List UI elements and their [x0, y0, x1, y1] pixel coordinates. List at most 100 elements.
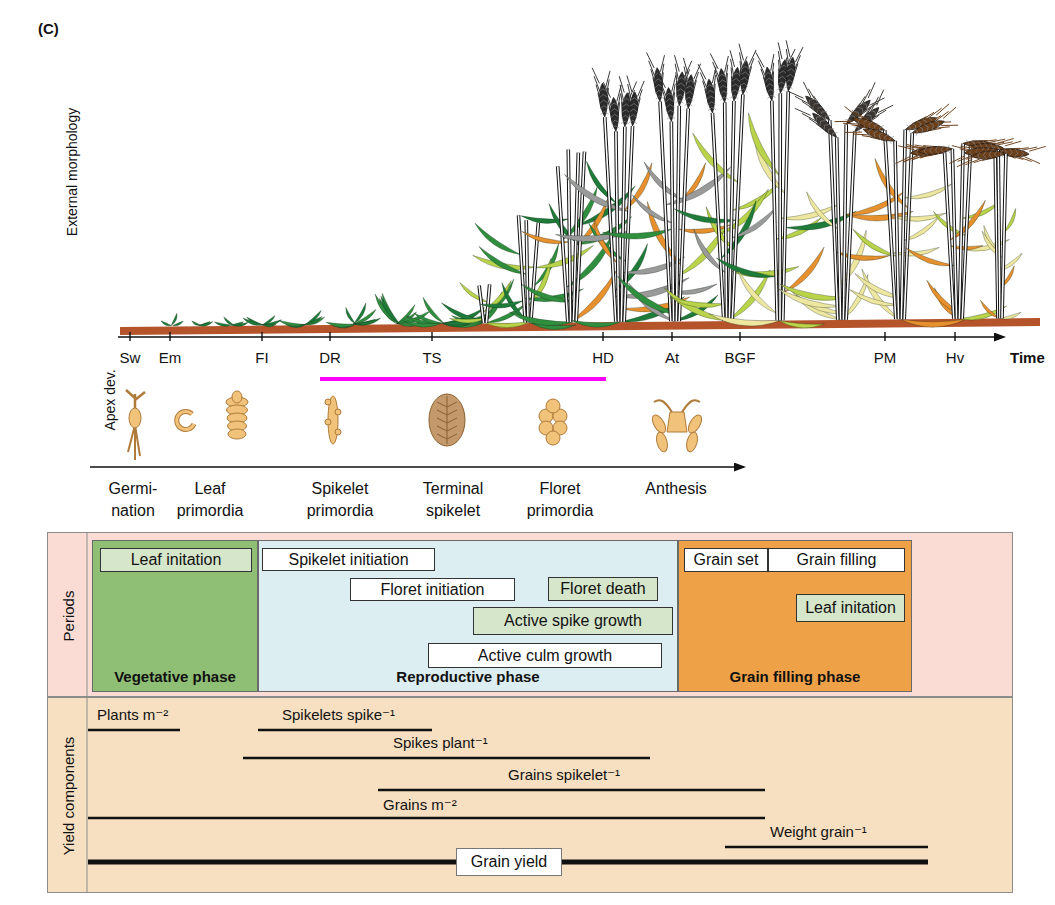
awn [603, 82, 610, 98]
spikelet-mark [733, 72, 741, 76]
box-label: Active culm growth [478, 647, 612, 664]
wheat-leaf [450, 318, 487, 323]
period-box: Leaf initation [100, 548, 252, 572]
spikelet-mark [906, 124, 912, 133]
phase-box: Reproductive phaseSpikelet initiationFlo… [258, 540, 678, 692]
spikelet-mark [706, 84, 714, 88]
yield-bar [88, 729, 180, 731]
time-axis [118, 336, 1004, 338]
spikelet-mark [1009, 148, 1013, 156]
spikelet-mark [677, 88, 685, 92]
box-label: Active spike growth [504, 612, 642, 629]
spikelet-mark [654, 73, 662, 77]
wheat-stem [558, 166, 568, 322]
spikelet-mark [630, 97, 638, 101]
wheat-stem [962, 146, 970, 319]
awn [941, 107, 958, 118]
tick [129, 332, 130, 341]
tick [739, 332, 740, 341]
wheat-ear [679, 58, 701, 109]
wheat-stem [616, 131, 619, 321]
spikelet-mark [719, 85, 727, 89]
awn [682, 58, 690, 74]
spikelet-mark [1000, 150, 1004, 158]
phase-title: Reproductive phase [396, 668, 539, 685]
ear-body [730, 67, 741, 102]
stage-label: Floret primordia [517, 478, 603, 523]
wheat-ear [734, 44, 757, 96]
spikelet-mark [666, 104, 674, 108]
period-box: Grain filling [768, 548, 905, 572]
ear-body [918, 145, 953, 155]
apex-floret [546, 399, 560, 413]
apex-arrow [90, 466, 744, 468]
spikelet-mark [872, 129, 878, 138]
awn [864, 82, 880, 98]
box-label: Leaf initation [131, 551, 222, 568]
spikelet-mark [786, 74, 794, 78]
wheat-leaf [243, 318, 263, 325]
wheat-leaf [780, 204, 839, 220]
spikelet-mark [600, 111, 608, 115]
spikelet-mark [707, 96, 715, 100]
wheat-ear [845, 116, 898, 150]
awn [723, 56, 730, 72]
box-label: Floret initiation [380, 581, 484, 598]
spikelet-mark [830, 130, 838, 138]
apex-seed [129, 408, 141, 428]
soil-strip [120, 318, 1040, 335]
awn [658, 72, 666, 88]
ear-body [810, 111, 839, 140]
tick [602, 332, 603, 341]
stage-label: Anthesis [636, 478, 716, 500]
wheat-leaf [161, 321, 171, 326]
ear-body [717, 68, 728, 103]
text-holder: Leaf initation [131, 551, 222, 569]
spikelet-mark [621, 121, 629, 125]
phase-box: Grain filling phaseGrain setGrain fillin… [678, 540, 912, 692]
wheat-leaf [279, 320, 303, 326]
spikelet-mark [629, 120, 637, 124]
time-tick-label: DR [319, 349, 341, 366]
wheat-stem [952, 149, 956, 319]
wheat-stem [895, 141, 899, 319]
yield-label: Grains spikelet⁻¹ [508, 766, 620, 783]
wheat-leaf [571, 320, 621, 327]
wheat-ear [698, 62, 721, 114]
awn [776, 42, 784, 59]
spikelet-mark [807, 97, 815, 105]
time-tick-label: Em [159, 349, 182, 366]
spikelet-mark [630, 109, 638, 113]
wheat-leaf [475, 223, 521, 254]
time-tick-label: BGF [725, 349, 756, 366]
spikelet-mark [929, 121, 935, 130]
highlight-bar [320, 377, 606, 381]
wheat-leaf [305, 317, 325, 325]
yield-bar [378, 789, 765, 791]
apex-curl [177, 411, 194, 429]
period-box: Active spike growth [473, 607, 673, 635]
time-tick-label: TS [422, 349, 441, 366]
spikelet-mark [630, 103, 638, 107]
spikelet-mark [766, 89, 774, 93]
wheat-leaf [198, 322, 212, 326]
apex-floret [546, 431, 560, 445]
spikelet-mark [599, 94, 607, 98]
spikelet-mark [929, 147, 933, 155]
wheat-stem [616, 131, 619, 321]
spikelet-mark [730, 95, 738, 99]
apex-curl [177, 411, 194, 429]
wheat-leaf [783, 247, 824, 293]
phase-title: Vegetative phase [114, 668, 236, 685]
panel-title: Yield components [60, 737, 77, 856]
spikelet-mark [888, 135, 894, 144]
yield-bar [88, 817, 765, 819]
axis-ticks [130, 332, 955, 341]
spikelet-mark [611, 120, 619, 124]
spikelet-mark [935, 119, 941, 128]
text-holder: Active culm growth [478, 647, 612, 665]
awn [878, 101, 893, 116]
wheat-leaf [381, 296, 400, 324]
wheat-stem [837, 137, 841, 319]
